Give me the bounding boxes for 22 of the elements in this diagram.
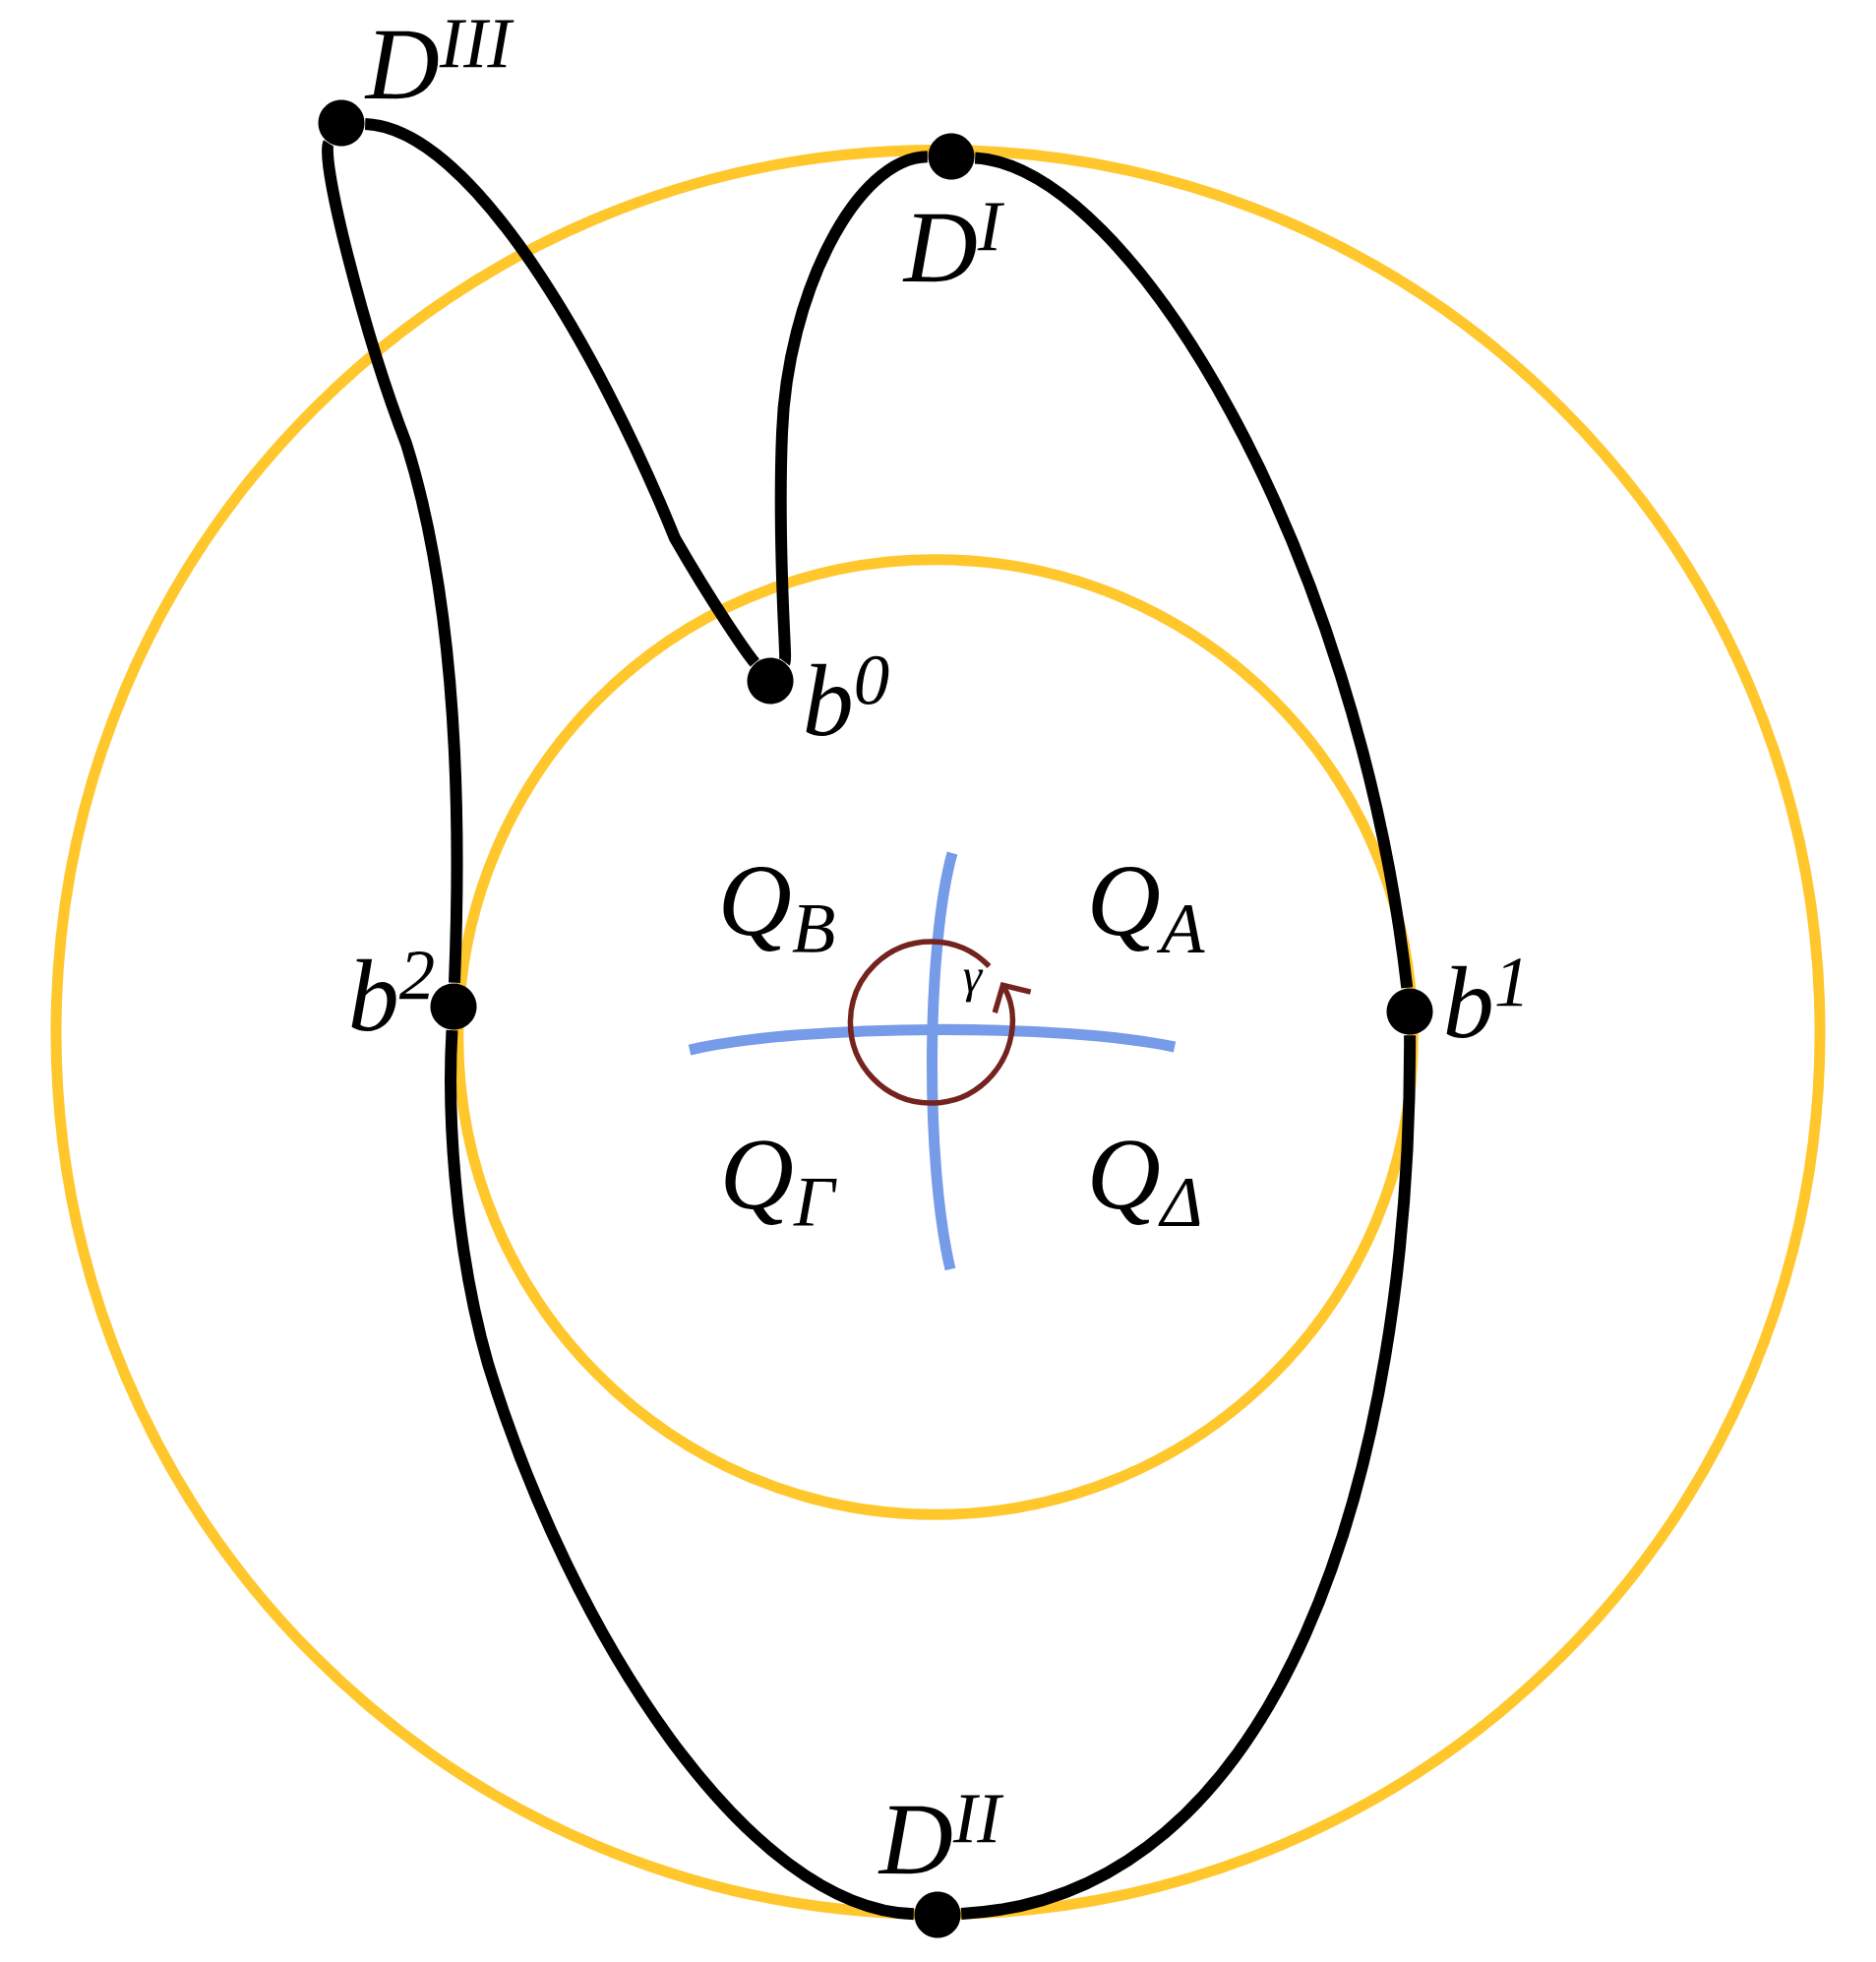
dot xyxy=(928,133,975,180)
dot xyxy=(318,99,365,147)
region-label: Q$_{Γ}$ xyxy=(725,1140,837,1226)
curve xyxy=(960,1035,1417,1920)
region-label: Q$_{A}$ xyxy=(1092,867,1205,952)
point-label: D$^{I}$ xyxy=(902,203,1004,282)
point-label: D$^{III}$ xyxy=(364,20,514,99)
curve xyxy=(445,1029,915,1921)
point-label: b$^{2}$ xyxy=(351,951,434,1031)
curve xyxy=(774,151,929,663)
curve xyxy=(364,118,760,667)
dot xyxy=(1386,988,1433,1035)
dot xyxy=(747,657,794,705)
dot xyxy=(914,1891,961,1938)
curve xyxy=(322,142,463,983)
region-label: Q$_{Δ}$ xyxy=(1092,1140,1200,1226)
point-label: b$^{1}$ xyxy=(1446,958,1523,1038)
arrow-label: γ xyxy=(963,969,984,1003)
region-label: Q$_{B}$ xyxy=(723,867,834,952)
point-label: b$^{0}$ xyxy=(806,655,889,736)
point-label: D$^{II}$ xyxy=(877,1795,1004,1874)
curve xyxy=(973,152,1414,989)
